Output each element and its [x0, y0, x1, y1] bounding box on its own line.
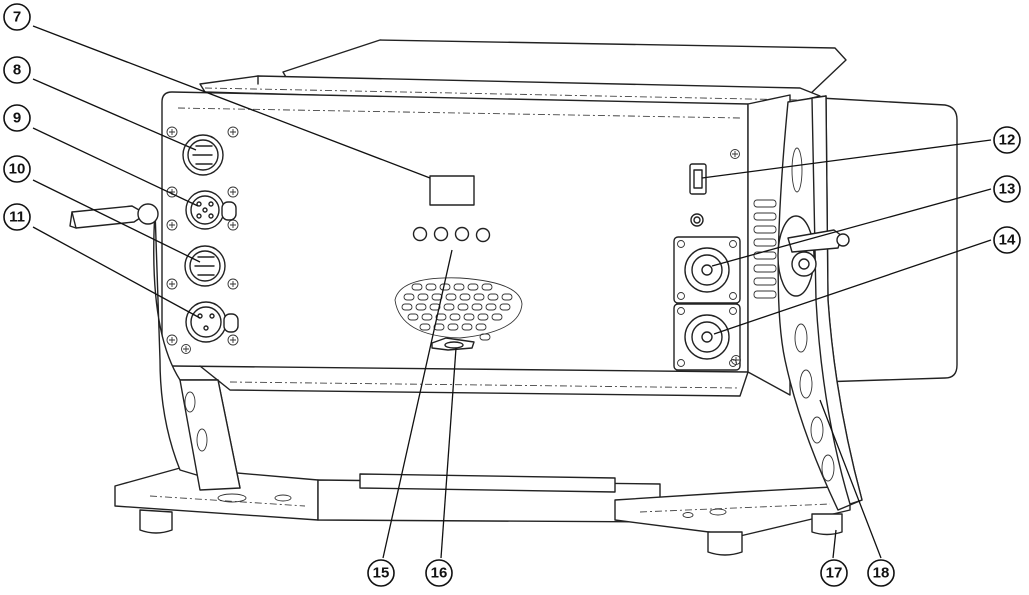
callout-8-label: 8 — [13, 62, 21, 79]
safety-eyelet — [431, 337, 475, 351]
foot-right-back — [811, 513, 843, 536]
right-lock-knob — [777, 215, 850, 297]
left-yoke-bracket — [153, 209, 241, 491]
callout-10-label: 10 — [9, 161, 26, 178]
callout-10: 10 — [3, 155, 31, 183]
right-housing — [819, 97, 958, 383]
callout-12-label: 12 — [999, 132, 1016, 149]
vent-grille — [394, 277, 523, 341]
control-button-4 — [475, 227, 491, 243]
callout-9: 9 — [3, 104, 31, 132]
panel-screws-right — [181, 149, 741, 365]
callout-8: 8 — [3, 56, 31, 84]
powercon-in-connector — [673, 236, 741, 304]
power-in-connector — [182, 134, 224, 176]
left-connector-screws — [166, 126, 239, 346]
callout-13: 13 — [993, 175, 1021, 203]
control-buttons — [412, 226, 491, 243]
dmx-out-connector — [185, 301, 239, 343]
foot-right-front — [707, 531, 743, 556]
callout-9-label: 9 — [13, 110, 21, 127]
leader-lines — [32, 25, 992, 559]
fuse-holder — [690, 213, 704, 227]
usb-port — [689, 163, 707, 195]
left-lock-handle — [69, 203, 159, 229]
callout-14: 14 — [993, 226, 1021, 254]
callout-14-label: 14 — [999, 232, 1016, 249]
callout-18: 18 — [867, 559, 895, 587]
power-out-connector — [184, 245, 226, 287]
foot-left — [139, 509, 173, 534]
rear-panel — [161, 91, 749, 397]
callout-7-label: 7 — [13, 9, 21, 26]
feet — [139, 509, 843, 556]
control-button-2 — [433, 226, 449, 242]
base-plate — [114, 467, 851, 537]
callout-18-label: 18 — [873, 565, 890, 582]
dmx-in-connector — [185, 190, 237, 230]
callout-17-label: 17 — [826, 565, 843, 582]
callout-17: 17 — [820, 559, 848, 587]
callout-11-label: 11 — [9, 209, 25, 226]
callout-16-label: 16 — [431, 565, 448, 582]
callout-7: 7 — [3, 3, 31, 31]
callout-12: 12 — [993, 126, 1021, 154]
lcd-display — [429, 175, 475, 206]
callout-15-label: 15 — [373, 565, 390, 582]
callout-13-label: 13 — [999, 181, 1016, 198]
callout-15: 15 — [367, 559, 395, 587]
control-button-3 — [454, 226, 470, 242]
powercon-out-connector — [673, 303, 741, 371]
control-button-1 — [412, 226, 428, 242]
callout-11: 11 — [3, 203, 31, 231]
callout-16: 16 — [425, 559, 453, 587]
